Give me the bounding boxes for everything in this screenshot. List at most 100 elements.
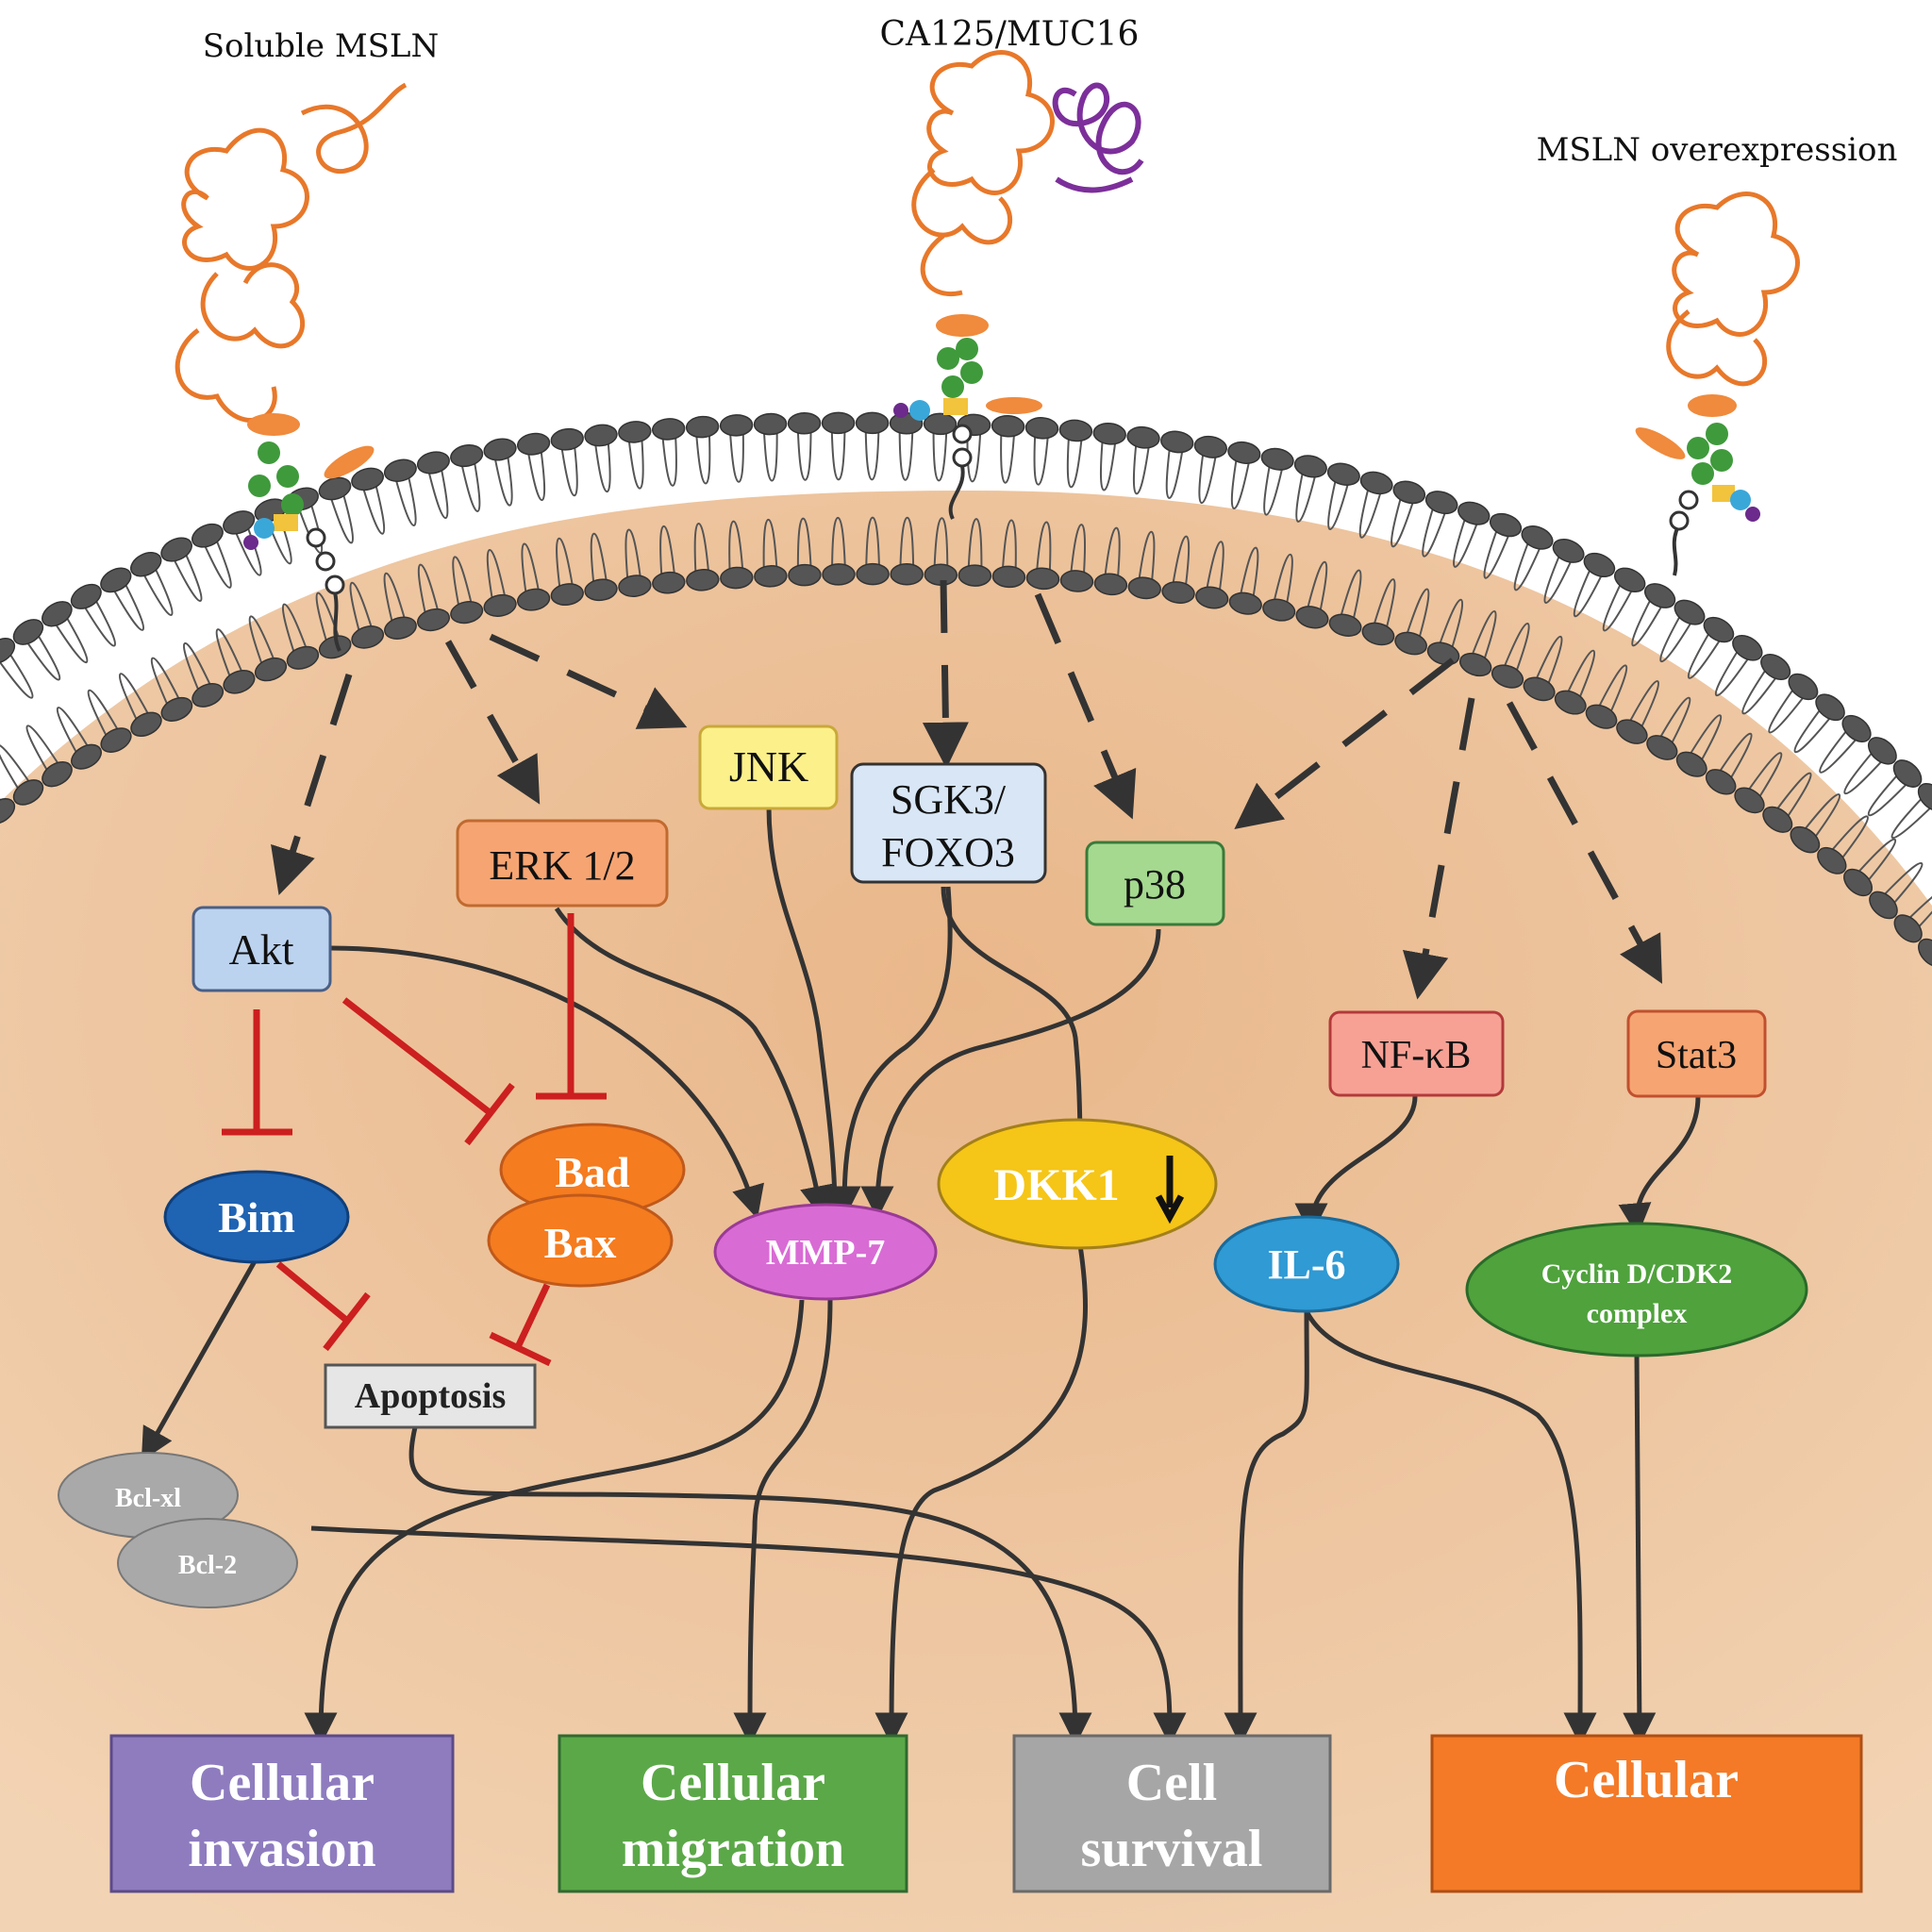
lipid-head [1093, 573, 1128, 596]
lipid-head [1193, 435, 1227, 458]
cyclin-to-proliferation [1623, 1353, 1657, 1746]
lipid-head [1674, 599, 1706, 625]
lipid-head [417, 608, 450, 632]
lipid-head [719, 414, 754, 437]
lipid-head [1059, 570, 1094, 592]
arrow-to-p38-b [1234, 658, 1456, 829]
mmp7-node: MMP-7 [713, 1203, 938, 1301]
lipid-head [100, 727, 132, 753]
lipid-head [1295, 606, 1329, 629]
lipid-head [618, 421, 652, 443]
lipid-head [1616, 719, 1648, 744]
bax-node: Bax [487, 1193, 674, 1288]
dkk1-to-migration [874, 1244, 1088, 1746]
bcl-xl-label: Bcl-xl [115, 1484, 181, 1513]
stat3-label: Stat3 [1656, 1034, 1737, 1077]
lipid-head [450, 601, 484, 625]
lipid-head [1892, 759, 1923, 788]
erk-label: ERK 1/2 [489, 842, 635, 889]
erk-node: ERK 1/2 [456, 819, 669, 908]
lipid-head [584, 424, 618, 447]
membrane-mesothelin-protein [1635, 192, 1800, 576]
il6-to-survival [1224, 1310, 1309, 1746]
lipid-head [1867, 737, 1897, 765]
bcl2-node: Bcl-2 [117, 1518, 298, 1608]
lipid-head [685, 415, 720, 439]
lipid-head [1491, 664, 1524, 689]
bax-inhibits-apoptosis [489, 1283, 552, 1367]
lipid-head [130, 552, 162, 577]
lipid-head [1025, 567, 1060, 591]
arrow-to-sgk3 [922, 579, 969, 769]
lipid-head [1126, 425, 1160, 449]
ca125-muc16-protein [893, 50, 1144, 520]
lipid-head [1392, 480, 1426, 505]
lipid-head [584, 578, 618, 602]
lipid-head [1732, 634, 1763, 661]
cell-membrane [0, 411, 1932, 968]
lipid-head [1361, 622, 1395, 646]
lipid-head [1788, 673, 1819, 701]
dkk1-label: DKK1 [993, 1160, 1119, 1210]
label-msln-overexpression: MSLN overexpression [1537, 131, 1898, 169]
lipid-head [70, 583, 102, 609]
soluble-mesothelin-protein [175, 82, 408, 652]
lipid-head [160, 696, 193, 722]
lipid-head [1918, 938, 1932, 968]
mmp7-label: MMP-7 [766, 1233, 886, 1273]
bax-label: Bax [544, 1219, 617, 1267]
sgk3-label: SGK3/ [891, 776, 1007, 823]
lipid-head [1326, 462, 1360, 486]
jnk-to-mmp7 [766, 806, 852, 1220]
lipid-head [286, 645, 320, 670]
lipid-head [483, 438, 517, 461]
jnk-node: JNK [698, 724, 839, 810]
lipid-head [1917, 782, 1932, 812]
lipid-head [12, 619, 44, 645]
lipid-head [223, 510, 256, 535]
bcl-xl-node: Bcl-xl [58, 1452, 239, 1539]
lipid-head [351, 467, 384, 491]
invasion-line2: invasion [188, 1820, 375, 1878]
akt-to-mmp7 [329, 945, 764, 1220]
arrow-to-p38-a [1034, 592, 1137, 820]
lipid-head [822, 563, 856, 586]
lipid-head [618, 575, 652, 597]
survival-line1: Cell [1126, 1754, 1217, 1812]
sgk3-to-mmp7 [827, 886, 953, 1220]
lipid-head [1161, 581, 1195, 604]
lipid-head [1424, 491, 1458, 515]
lipid-head [890, 562, 924, 586]
invasion-line1: Cellular [190, 1754, 375, 1812]
lipid-head [958, 564, 992, 587]
lipid-head [1024, 417, 1059, 440]
lipid-head [351, 625, 385, 649]
lipid-head [1554, 690, 1587, 715]
lipid-head [855, 411, 890, 435]
lipid-head [1734, 787, 1765, 814]
apoptosis-node: Apoptosis [324, 1363, 537, 1429]
outcome-cell-survival: Cell survival [1012, 1734, 1332, 1893]
nfkb-node: NF-κB [1328, 1010, 1505, 1097]
arrow-to-akt [271, 673, 353, 896]
lipid-head [1228, 591, 1262, 615]
lipid-head [1394, 631, 1427, 656]
lipid-head [856, 562, 890, 586]
lipid-head [318, 476, 352, 501]
lipid-head [516, 432, 551, 456]
lipid-head [1705, 769, 1737, 795]
lipid-head [1523, 676, 1556, 702]
lipid-head [550, 427, 584, 451]
p38-label: p38 [1124, 861, 1186, 908]
lipid-head [1843, 868, 1874, 897]
lipid-head [1613, 567, 1646, 593]
lipid-head [12, 779, 44, 806]
lipid-head [42, 760, 73, 788]
lipid-head [753, 412, 788, 436]
lipid-head [1160, 430, 1194, 454]
lipid-head [191, 523, 224, 548]
lipid-head [1893, 914, 1923, 943]
lipid-head [254, 657, 288, 682]
lipid-head [651, 418, 686, 441]
